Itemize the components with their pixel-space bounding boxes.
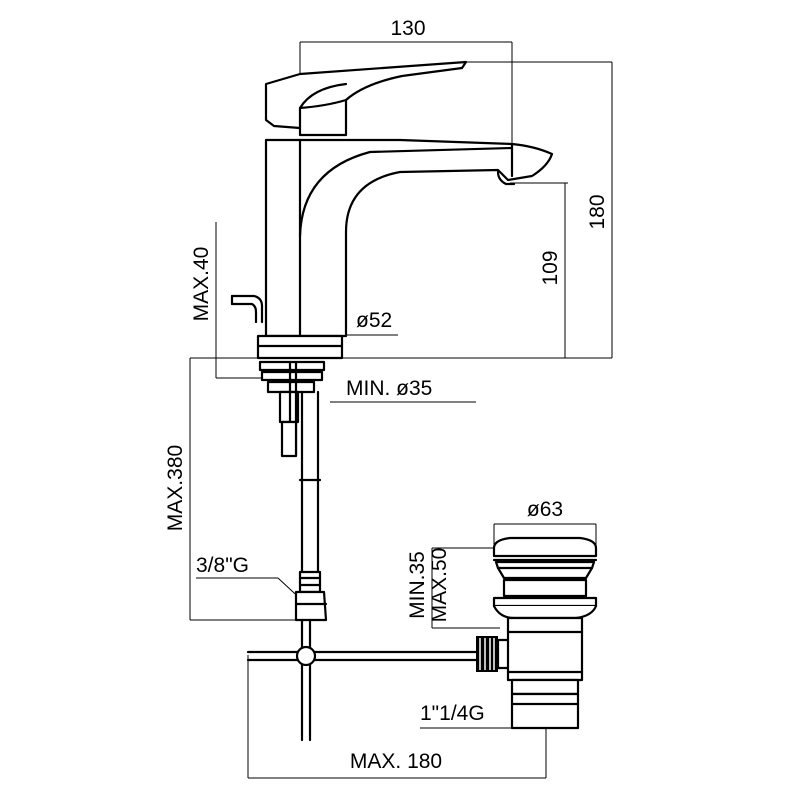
dim-130-label: 130 <box>390 17 425 40</box>
dim-180-label: 180 <box>586 194 609 229</box>
dim-max380-label: MAX.380 <box>164 445 187 531</box>
dim-dia52-label: ø52 <box>356 309 392 332</box>
dim-max180-label: MAX. 180 <box>350 750 442 773</box>
dim-max50-label: MAX.50 <box>428 548 451 623</box>
dim-max40-label: MAX.40 <box>190 247 213 322</box>
popup-drain <box>492 536 598 730</box>
dim-109-label: 109 <box>539 250 562 285</box>
faucet-body <box>230 60 554 622</box>
thread-114g-label: 1"1/4G <box>420 702 485 725</box>
dimension-labels: 130 180 109 MAX.40 ø52 MIN. ø35 MAX.380 … <box>164 17 609 773</box>
dim-min35-label: MIN.35 <box>406 551 429 619</box>
dimension-lines <box>189 41 613 779</box>
thread-38g-label: 3/8"G <box>196 554 249 577</box>
dim-min-dia35-label: MIN. ø35 <box>346 377 432 400</box>
dim-dia63-label: ø63 <box>527 498 563 521</box>
drain-linkage <box>246 618 513 742</box>
